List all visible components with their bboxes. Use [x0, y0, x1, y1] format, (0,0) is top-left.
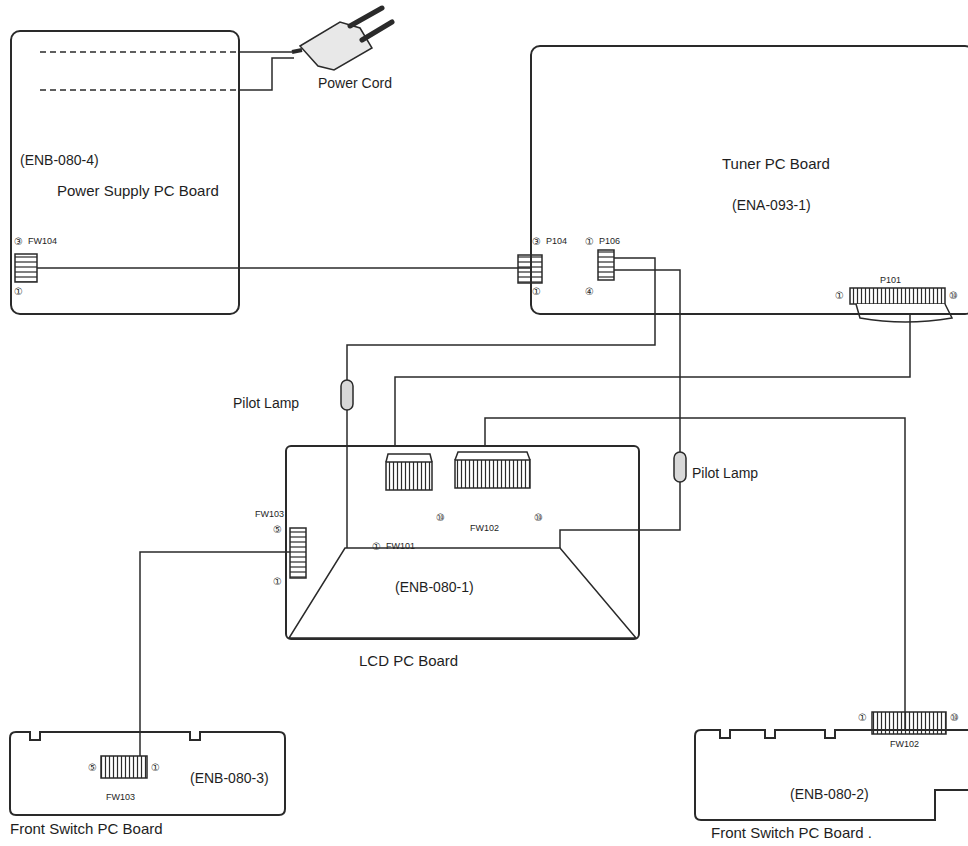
cord-wire [240, 52, 294, 90]
board-name: Front Switch PC Board [10, 820, 163, 837]
front-switch-board: (ENB-080-3)Front Switch PC Board [10, 732, 285, 815]
cable-stub [139, 732, 141, 756]
board-code: (ENB-080-2) [790, 786, 869, 802]
board-outline [695, 730, 968, 820]
cable-stub [37, 267, 240, 269]
board-code: (ENB-080-3) [190, 770, 269, 786]
pin-number: ① [372, 541, 381, 552]
tuner-board: Tuner PC Board (ENA-093-1) [530, 45, 968, 315]
ribbon-connector [386, 462, 432, 490]
lamp-wire [346, 410, 348, 548]
plug-body [300, 22, 372, 70]
board-outline [695, 730, 968, 820]
connector-label: P101 [880, 276, 901, 286]
pin-number: ① [14, 286, 23, 297]
plug-prongs [350, 8, 392, 40]
pin-number: ④ [585, 286, 594, 297]
pilot-lamp [341, 380, 353, 410]
ribbon-connector [455, 460, 530, 488]
lamp-wire [614, 270, 680, 452]
board-code: (ENB-080-4) [20, 152, 99, 168]
part-label: Pilot Lamp [233, 396, 299, 411]
connector-label: P106 [599, 237, 620, 247]
part-label: Power Cord [318, 76, 392, 91]
connector-label: FW101 [386, 542, 415, 552]
board-name: Tuner PC Board [722, 155, 830, 172]
board-outline [10, 732, 285, 815]
board-code: (ENB-080-1) [395, 579, 474, 595]
ribbon-cable [455, 452, 530, 460]
ribbon-connector [850, 288, 945, 304]
pin-number: ③ [14, 236, 23, 247]
pin-number: ⑩ [949, 290, 958, 301]
part-label: Pilot Lamp [692, 466, 758, 481]
pin-number: ① [585, 236, 594, 247]
connector-housing [598, 250, 614, 280]
pin-number: ① [532, 286, 541, 297]
lamp-wire [560, 482, 680, 548]
front-switch-board: (ENB-080-2)Front Switch PC Board . [695, 730, 968, 820]
lcd-panel [289, 548, 636, 638]
ribbon-connector [101, 756, 147, 778]
pin-number: ① [858, 712, 867, 723]
connector-label: P104 [546, 237, 567, 247]
lamp-wire [347, 258, 655, 380]
board-name: Front Switch PC Board . [711, 824, 872, 841]
connector-label: FW102 [470, 524, 499, 534]
board-name: Power Supply PC Board [57, 182, 219, 199]
connector-housing [15, 254, 37, 282]
cable-connector [485, 418, 905, 730]
pin-number: ⑤ [88, 762, 97, 773]
connector-label: FW104 [28, 237, 57, 247]
cable-connector [395, 315, 910, 445]
cable-connector [140, 552, 285, 732]
connector-label: FW103 [106, 793, 135, 803]
connector-housing [290, 528, 306, 578]
pilot-lamp [674, 452, 686, 482]
pin-number: ⑩ [436, 512, 445, 523]
power-supply-board: (ENB-080-4) Power Supply PC Board [10, 30, 240, 315]
ribbon-cable [856, 304, 952, 322]
pin-number: ① [151, 762, 160, 773]
cable-connector [240, 267, 530, 269]
connector-label: FW102 [890, 740, 919, 750]
connector-label: FW103 [255, 510, 284, 520]
pin-number: ⑩ [534, 512, 543, 523]
pin-number: ⑤ [273, 524, 282, 535]
ribbon-cable [386, 454, 432, 462]
pin-number: ③ [532, 236, 541, 247]
internal-wire [40, 52, 240, 90]
pin-number: ① [835, 290, 844, 301]
lcd-board: (ENB-080-1)LCD PC Board [285, 445, 640, 640]
cord-cable [292, 50, 302, 52]
pin-number: ⑩ [950, 712, 959, 723]
pin-number: ① [273, 576, 282, 587]
board-name: LCD PC Board [359, 652, 458, 669]
board-code: (ENA-093-1) [732, 197, 811, 213]
